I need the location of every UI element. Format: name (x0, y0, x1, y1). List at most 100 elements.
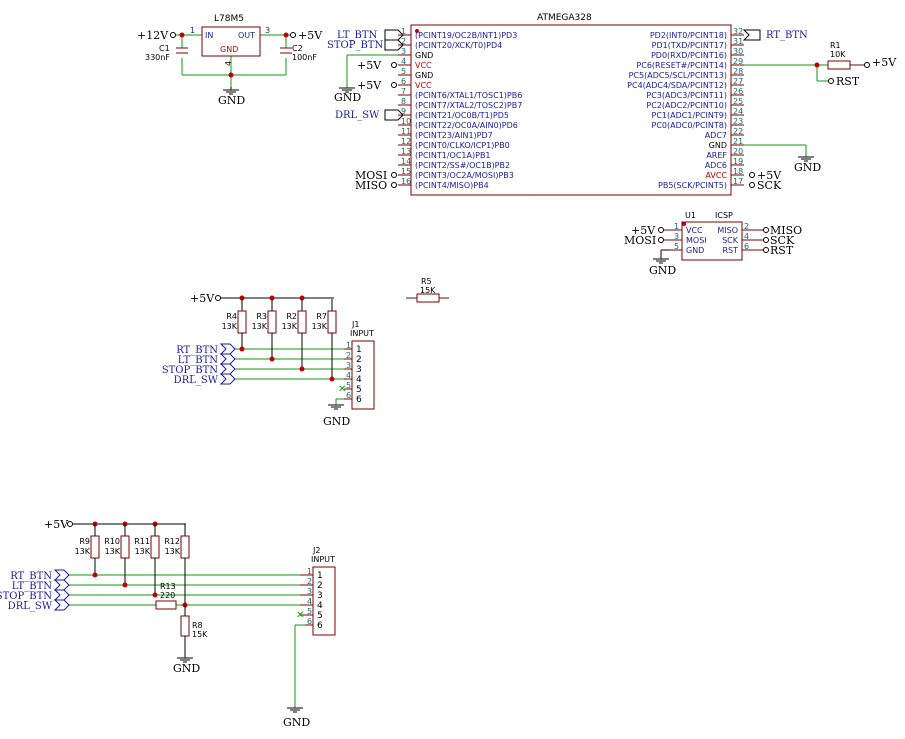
mcu-left-pin-num: 10 (401, 117, 411, 126)
mcu-left-pin-num: 5 (401, 67, 406, 76)
mcu-left-pin-num: 2 (401, 37, 406, 46)
icsp-ref: U1 (685, 211, 696, 220)
icsp-gnd-label: GND (649, 264, 676, 277)
supply-12v-label: +12V (137, 29, 169, 42)
net-label: STOP_BTN (0, 591, 52, 602)
icsp-sck-label: SCK (770, 234, 795, 247)
mcu-right-pin-num: 24 (733, 107, 743, 116)
mcu-gnd-left-label: GND (334, 91, 361, 104)
connector-pin-name: 6 (317, 621, 323, 631)
net-label: RT_BTN (10, 571, 52, 582)
block2-resistor-value: 13K (105, 547, 121, 556)
mcu-left-pin-name: VCC (415, 61, 432, 70)
block2-resistor (150, 535, 160, 559)
r5-ref: R5 (421, 277, 432, 286)
block1-5v-label: +5V (190, 292, 215, 305)
icsp-pin-name: VCC (686, 226, 703, 235)
block2-resistor (90, 535, 100, 559)
r8-value: 15K (192, 630, 208, 639)
mcu-right-pin-name: PD0(RXD/PCINT16) (651, 51, 727, 60)
mcu-right-pin-num: 17 (733, 177, 743, 186)
block1-resistor (297, 310, 307, 334)
mcu-right-pin-num: 25 (733, 97, 743, 106)
mcu-body (410, 24, 732, 196)
block1-resistor-ref: R2 (286, 312, 297, 321)
mcu-right-pin-name: GND (709, 141, 727, 150)
mcu-right-pin-name: PC0(ADC0/PCINT8) (652, 121, 727, 130)
block1-resistor-value: 13K (282, 322, 298, 331)
mcu-left-pin-name: (PCINT6/XTAL1/TOSC1)PB6 (415, 91, 522, 100)
mcu-left-pin-name: (PCINT0/CLKO/ICP1)PB0 (415, 141, 510, 150)
r1-rst-label: RST (836, 75, 860, 88)
mcu-left-pin-num: 7 (401, 87, 406, 96)
regulator-pin1: 1 (190, 26, 195, 35)
connector-pin-name: 1 (356, 345, 362, 355)
connector-pin-num: 2 (307, 577, 312, 586)
mcu-sck-label: SCK (757, 179, 782, 192)
mcu-5v-pin6-label: +5V (357, 79, 382, 92)
mcu-right-pin-name: ADC7 (705, 131, 727, 140)
block2-resistor-ref: R12 (164, 537, 180, 546)
c1-ref: C1 (159, 44, 170, 53)
block1-resistor-value: 13K (222, 322, 238, 331)
mcu-left-pin-name: (PCINT20/XCK/T0)PD4 (415, 41, 502, 50)
connector-pin-num: 4 (307, 597, 312, 606)
mcu-right-pin-name: PC1(ADC1/PCINT9) (652, 111, 727, 120)
net-label-flag (53, 579, 70, 591)
net-label-flag (53, 589, 70, 601)
regulator-section: L78M5 IN OUT GND 1 3 4 +12V +5V C1 330nF… (137, 14, 323, 107)
connector-pin-name: 4 (356, 375, 362, 385)
regulator-body (201, 26, 261, 57)
mcu-right-pin-num: 23 (733, 117, 743, 126)
connector-pin-name: 2 (356, 355, 362, 365)
mcu-left-pin-num: 15 (401, 167, 411, 176)
r1-ref: R1 (830, 41, 841, 50)
j1-body (351, 340, 375, 410)
mcu-right-pin-num: 27 (733, 77, 743, 86)
mcu-left-pin-name: (PCINT21/OC0B/T1)PD5 (415, 111, 509, 120)
net-label: LT_BTN (12, 581, 53, 592)
block2-resistor-value: 13K (165, 547, 181, 556)
mcu-right-pin-num: 32 (733, 27, 743, 36)
icsp-body (681, 221, 743, 261)
mcu-right-pin-num: 29 (733, 57, 743, 66)
connector-pin-num: 3 (307, 587, 312, 596)
block1-resistor (327, 310, 337, 334)
block1-resistor (267, 310, 277, 334)
mcu-mosi-label: MOSI (355, 169, 387, 182)
mcu-right-pin-num: 19 (733, 157, 743, 166)
c2-ref: C2 (292, 44, 303, 53)
net-label: STOP_BTN (162, 365, 218, 376)
icsp-pin-name: MISO (717, 226, 738, 235)
r13-value: 220 (160, 591, 175, 600)
net-label-flag (219, 353, 236, 365)
icsp-pin-num: 1 (674, 222, 679, 231)
net-label-flag (219, 343, 236, 355)
mcu-left-pin-name: (PCINT4/MISO)PB4 (415, 181, 489, 190)
connector-pin-name: 6 (356, 395, 362, 405)
mcu-right-pin-name: ADC6 (705, 161, 727, 170)
r1-value: 10K (830, 50, 846, 59)
c1-value: 330nF (145, 53, 170, 62)
mcu-left-pin-name: (PCINT3/OC2A/MOSI)PB3 (415, 171, 514, 180)
regulator-in-label: IN (205, 31, 213, 40)
mcu-left-pin-num: 14 (401, 157, 411, 166)
mcu-right-pin-num: 20 (733, 147, 743, 156)
regulator-pin4: 4 (224, 61, 233, 66)
mcu-right-pin-num: 30 (733, 47, 743, 56)
regulator-ref: L78M5 (214, 14, 244, 24)
mcu-name: ATMEGA328 (537, 13, 592, 23)
mcu-left-pin-num: 9 (401, 107, 406, 116)
mcu-left-pin-name: GND (415, 51, 433, 60)
regulator-pin3: 3 (265, 26, 270, 35)
mcu-right-pin-name: AREF (706, 151, 727, 160)
mcu-left-pin-num: 3 (401, 47, 406, 56)
block2-gnd-label: GND (283, 716, 310, 729)
mcu-right-pin-num: 18 (733, 167, 743, 176)
mcu-gnd-right-label: GND (794, 161, 821, 174)
net-label: LT_BTN (178, 355, 219, 366)
mcu-left-pin-name: GND (415, 71, 433, 80)
mcu-right-pin-num: 22 (733, 127, 743, 136)
